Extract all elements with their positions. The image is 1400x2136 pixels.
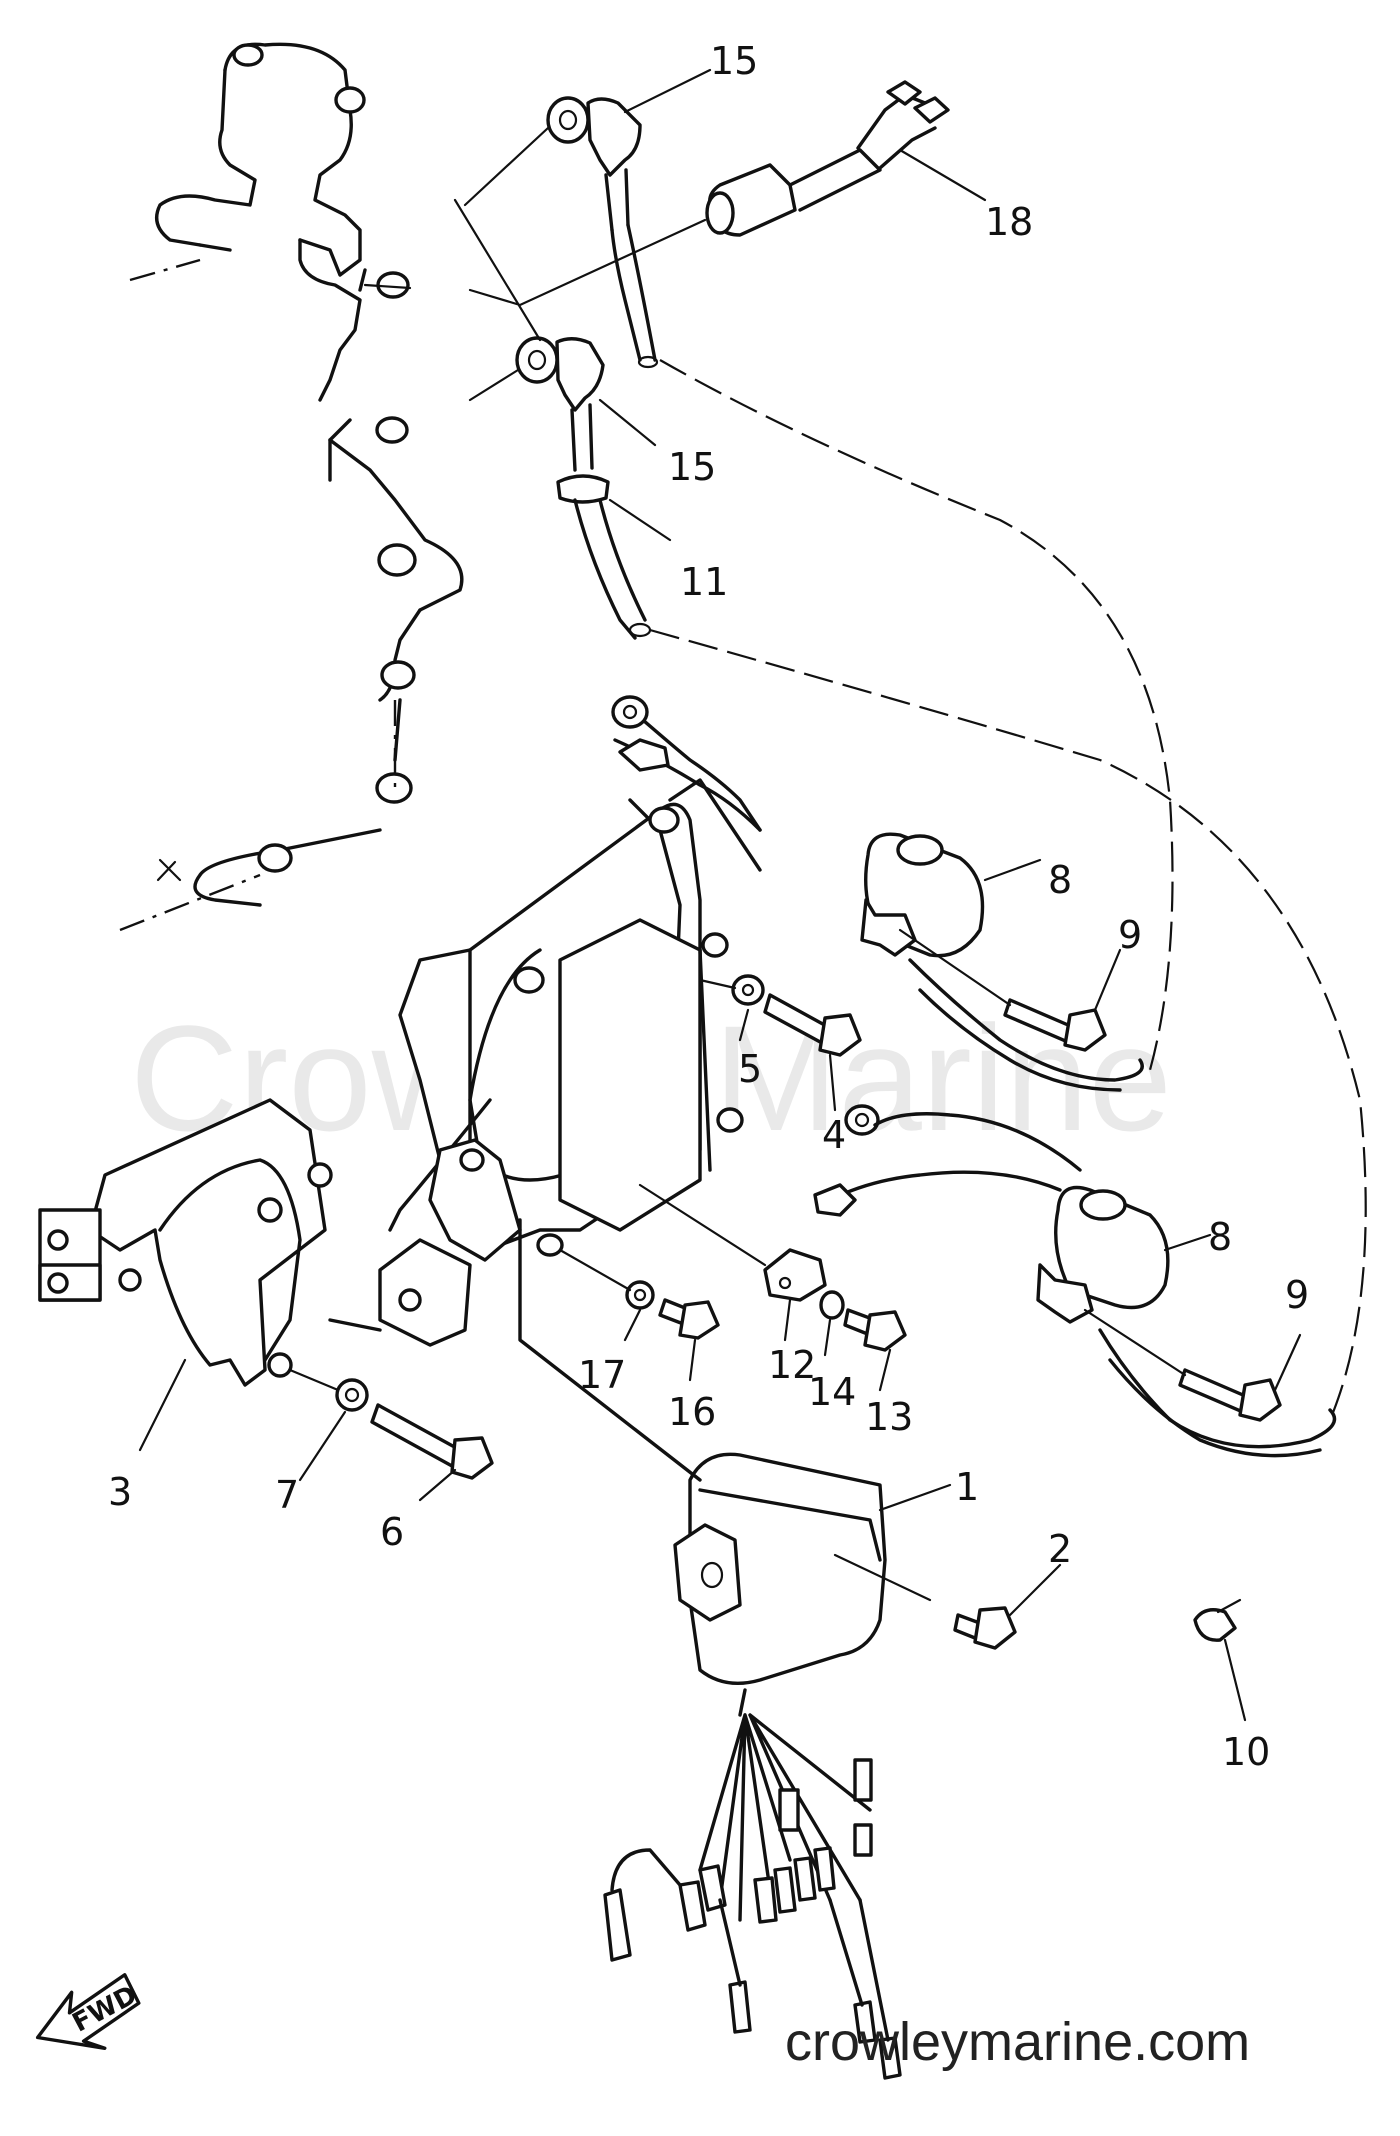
- callout-11: 11: [680, 560, 728, 604]
- callout-leaders: [138, 68, 1302, 1722]
- leader-switch: [468, 218, 707, 307]
- site-credit: crowleymarine.com: [785, 2012, 1250, 2072]
- wire-route-dashed-2: [649, 628, 1367, 1421]
- callout-15-upper: 15: [710, 39, 758, 83]
- callout-15-lower: 15: [668, 445, 716, 489]
- callout-13: 13: [865, 1395, 913, 1439]
- fwd-arrow-icon: [35, 1973, 141, 2050]
- washer-5: [731, 974, 765, 1006]
- washer-17: [625, 1280, 655, 1310]
- bolt-4: [763, 993, 862, 1057]
- callout-6: 6: [380, 1510, 404, 1554]
- leader-plug-lower: [468, 368, 520, 402]
- callout-8-upper: 8: [1048, 858, 1072, 902]
- callout-3: 3: [108, 1470, 132, 1514]
- cdi-bracket-box: [558, 918, 744, 1232]
- nut-12: [763, 1248, 827, 1302]
- cdi-unit: [518, 1218, 932, 2080]
- wire-route-dashed-1: [659, 359, 1174, 1071]
- callout-17: 17: [578, 1353, 626, 1397]
- bolt-9-lower: [1178, 1368, 1282, 1422]
- callout-16: 16: [668, 1390, 716, 1434]
- washer-14: [819, 1290, 845, 1320]
- callout-7: 7: [275, 1473, 299, 1517]
- callout-2: 2: [1048, 1527, 1072, 1571]
- callout-1: 1: [955, 1465, 979, 1509]
- bolt-6: [370, 1403, 494, 1480]
- callout-10: 10: [1222, 1730, 1270, 1774]
- housing-part-3: [38, 1098, 382, 1387]
- ignition-coil-lower: [813, 1104, 1337, 1458]
- callout-18: 18: [985, 200, 1033, 244]
- bolt-2: [953, 1606, 1017, 1650]
- bolt-9-upper: [1003, 998, 1107, 1052]
- small-bracket: [378, 1138, 522, 1347]
- spark-plug-cap-lower: [515, 336, 652, 640]
- callout-14: 14: [808, 1370, 856, 1414]
- engine-block-outline: [119, 42, 464, 932]
- callout-9-lower: 9: [1285, 1273, 1309, 1317]
- clip-10: [1193, 1598, 1242, 1642]
- callout-12: 12: [768, 1343, 816, 1387]
- leader-plug-upper: [463, 126, 550, 207]
- callout-4: 4: [822, 1113, 846, 1157]
- bolt-13: [843, 1308, 907, 1352]
- bolt-16: [658, 1298, 720, 1340]
- callout-5: 5: [738, 1047, 762, 1091]
- callout-9-upper: 9: [1118, 913, 1142, 957]
- callout-8-lower: 8: [1208, 1215, 1232, 1259]
- stop-switch: [705, 80, 950, 237]
- washer-7: [335, 1378, 369, 1412]
- ignition-coil-upper: [611, 695, 1144, 1092]
- spark-plug-cap-upper: [546, 96, 659, 369]
